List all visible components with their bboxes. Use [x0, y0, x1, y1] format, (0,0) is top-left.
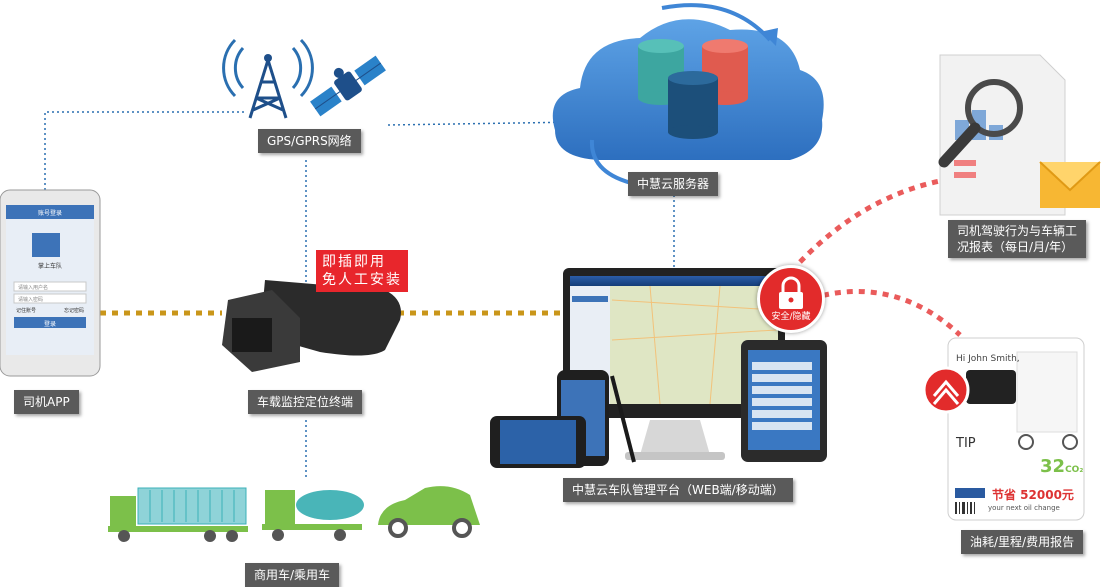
cloud-server-label: 中慧云服务器	[628, 172, 719, 196]
antenna-tower-icon	[222, 38, 314, 119]
vehicles-label: 商用车/乘用车	[245, 563, 340, 587]
fuel-card-next-change: your next oil change	[988, 504, 1060, 512]
lock-icon	[779, 276, 803, 309]
fuel-card-co2: 32CO₂	[1040, 456, 1083, 477]
remember-account-checkbox[interactable]: 记住账号	[16, 308, 37, 314]
mixer-truck-icon	[262, 490, 364, 541]
driving-report-label: 司机驾驶行为与车辆工 况报表（每日/月/年）	[948, 220, 1087, 258]
gps-network-label: GPS/GPRS网络	[258, 129, 361, 153]
phone-app-header: 账号登录	[37, 210, 62, 217]
tablet	[741, 340, 827, 462]
fuel-card-tip: TIP	[956, 436, 976, 451]
security-label: 安全/隐藏	[771, 312, 811, 322]
mobile-phones	[490, 370, 636, 468]
network-connectors	[44, 111, 675, 478]
security-lock-badge: 安全/隐藏	[757, 265, 825, 333]
co2-value: 32	[1040, 456, 1066, 477]
driving-report-line-1: 司机驾驶行为与车辆工	[957, 224, 1078, 238]
fuel-card-savings: 节省 52000元	[992, 488, 1074, 502]
forgot-password-link[interactable]: 忘记密码	[64, 308, 85, 314]
phone-app-brand: 掌上车队	[37, 263, 62, 270]
report-connectors	[798, 177, 962, 337]
driver-phone	[0, 189, 101, 377]
report-document-icon	[938, 54, 1101, 216]
login-button[interactable]: 登录	[43, 321, 56, 328]
password-field[interactable]: 请输入密码	[18, 297, 44, 303]
satellite-icon	[310, 55, 386, 117]
truck-container-icon	[108, 487, 248, 542]
plug-and-play-badge: 即插即用 免人工安装	[316, 250, 408, 292]
vehicle-terminal-label: 车载监控定位终端	[248, 390, 363, 414]
driver-app-label: 司机APP	[14, 390, 79, 414]
username-field[interactable]: 请输入用户名	[18, 285, 49, 291]
fuel-report-card-graphic	[922, 337, 1085, 521]
plug-and-play-line-2: 免人工安装	[322, 272, 402, 288]
car-icon	[378, 486, 480, 538]
management-platform-label: 中慧云车队管理平台（WEB端/移动端）	[563, 478, 793, 502]
fuel-report-label: 油耗/里程/费用报告	[961, 530, 1084, 554]
phone-app-screen: 账号登录 掌上车队 请输入用户名 请输入密码 记住账号 忘记密码 登录	[6, 205, 94, 355]
fuel-card-text: Hi John Smith, TIP 32CO₂ 节省 52000元 your …	[948, 338, 1084, 520]
cloud-server-icon	[552, 3, 824, 187]
co2-unit: CO₂	[1065, 465, 1084, 475]
fuel-card-greeting: Hi John Smith,	[956, 354, 1020, 364]
driving-report-line-2: 况报表（每日/月/年）	[957, 240, 1074, 254]
plug-and-play-line-1: 即插即用	[322, 254, 386, 270]
obd-terminal-icon	[222, 259, 401, 372]
